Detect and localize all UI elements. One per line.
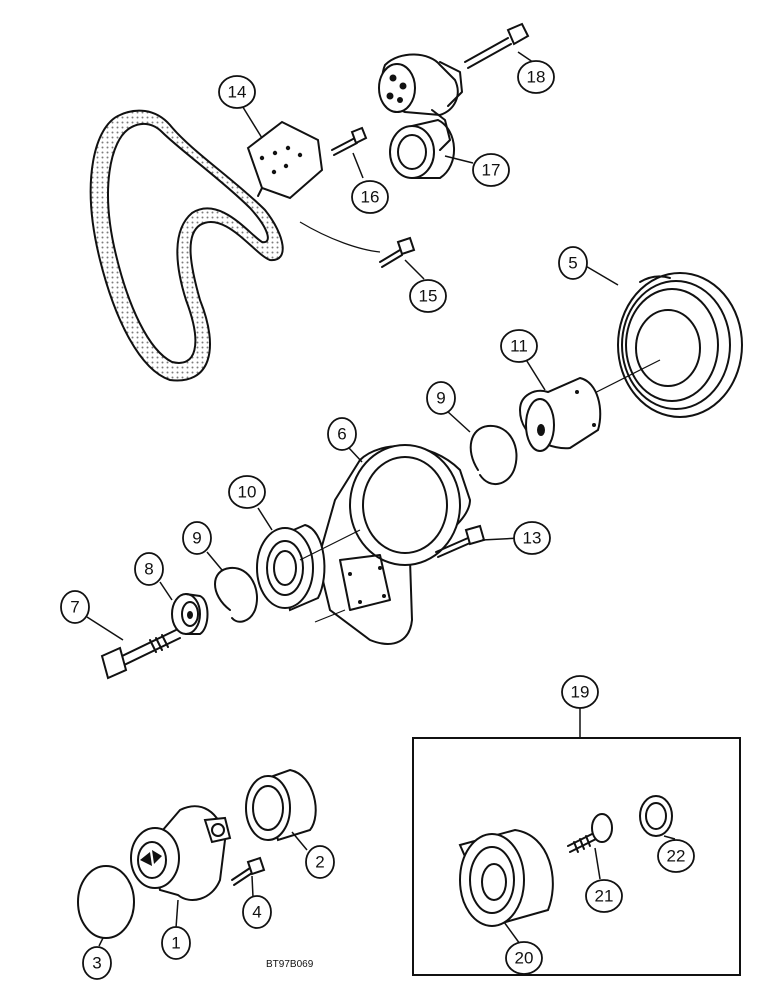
callout-c1: 1 [161, 926, 191, 960]
callout-c4: 4 [242, 895, 272, 929]
tensioner-pulley [389, 119, 455, 179]
callout-c7: 7 [60, 590, 90, 624]
callout-number: 9 [192, 529, 201, 548]
callout-c8: 8 [134, 552, 164, 586]
callout-c18: 18 [517, 60, 555, 94]
callout-c22: 22 [657, 839, 695, 873]
callout-c14: 14 [218, 75, 256, 109]
idler-bolt [100, 629, 181, 680]
callout-number: 22 [667, 847, 686, 866]
callout-bubble [409, 279, 447, 313]
callout-number: 5 [568, 254, 577, 273]
callout-bubble [657, 839, 695, 873]
callout-bubble [242, 895, 272, 929]
callout-number: 4 [252, 903, 261, 922]
callout-c3: 3 [82, 946, 112, 980]
callout-bubble [561, 675, 599, 709]
callout-bubble [472, 153, 510, 187]
callout-c17: 17 [472, 153, 510, 187]
snap-ring-upper [469, 424, 518, 485]
callout-c11: 11 [500, 329, 538, 363]
centerline-bracket [314, 609, 346, 623]
callout-number: 13 [523, 529, 542, 548]
dust-cap [639, 795, 673, 837]
callout-bubble [134, 552, 164, 586]
idler-bearing [256, 523, 326, 612]
callout-bubble [327, 417, 357, 451]
callout-bubble [585, 879, 623, 913]
callout-number: 18 [527, 68, 546, 87]
callout-number: 2 [315, 853, 324, 872]
callout-bubble [182, 521, 212, 555]
centerline-bearing [299, 529, 361, 561]
kit-box [412, 737, 741, 976]
callout-number: 9 [436, 389, 445, 408]
callout-number: 15 [419, 287, 438, 306]
small-bolt [331, 126, 368, 156]
idler-pulley [458, 828, 554, 927]
callout-number: 10 [238, 483, 257, 502]
callout-number: 16 [361, 188, 380, 207]
callout-c16: 16 [351, 180, 389, 214]
idler-support-bracket [316, 444, 472, 645]
long-bolt [464, 22, 530, 69]
callout-bubble [426, 381, 456, 415]
water-pump [130, 805, 232, 901]
o-ring [77, 865, 135, 939]
snap-ring-lower [214, 566, 258, 623]
callout-c5: 5 [558, 246, 588, 280]
callout-bubble [161, 926, 191, 960]
callout-c2: 2 [305, 845, 335, 879]
flat-washer [171, 593, 209, 635]
callout-number: 17 [482, 161, 501, 180]
drawing-code: BT97B069 [266, 959, 314, 970]
callout-number: 7 [70, 598, 79, 617]
assembly-arc-line [299, 221, 381, 253]
callout-c9b: 9 [426, 381, 456, 415]
callout-number: 6 [337, 425, 346, 444]
belt-tensioner-assembly [378, 53, 463, 151]
callout-number: 8 [144, 560, 153, 579]
bracket-bolt [379, 236, 416, 268]
callout-number: 20 [515, 949, 534, 968]
callout-bubble [558, 246, 588, 280]
callout-c13: 13 [513, 521, 551, 555]
callout-c21: 21 [585, 879, 623, 913]
callout-number: 1 [171, 934, 180, 953]
callout-bubble [82, 946, 112, 980]
callout-number: 3 [92, 954, 101, 973]
pulley-hub [518, 376, 602, 452]
callout-c15: 15 [409, 279, 447, 313]
pump-pulley [245, 768, 317, 842]
callout-number: 19 [571, 683, 590, 702]
shoulder-bolt [567, 813, 613, 853]
crankshaft-pulley [617, 272, 743, 418]
callout-number: 11 [510, 337, 528, 356]
callout-c19: 19 [561, 675, 599, 709]
callout-bubble [228, 475, 266, 509]
callout-c6: 6 [327, 417, 357, 451]
callout-bubble [505, 941, 543, 975]
callout-bubble [60, 590, 90, 624]
callout-bubble [305, 845, 335, 879]
callout-c20: 20 [505, 941, 543, 975]
callout-number: 14 [228, 83, 247, 102]
callout-number: 21 [595, 887, 614, 906]
callout-bubble [218, 75, 256, 109]
pump-bolt [231, 856, 266, 886]
callout-bubble [517, 60, 555, 94]
callout-bubble [351, 180, 389, 214]
tensioner-bracket [246, 120, 324, 200]
callout-c9a: 9 [182, 521, 212, 555]
callout-bubble [500, 329, 538, 363]
serpentine-belt [89, 109, 284, 382]
callout-c10: 10 [228, 475, 266, 509]
callout-bubble [513, 521, 551, 555]
callout-labels: 1 2 3 4 5 6 7 8 9 9 10 11 13 14 15 16 17 18 19 20 21 22 [60, 60, 695, 980]
